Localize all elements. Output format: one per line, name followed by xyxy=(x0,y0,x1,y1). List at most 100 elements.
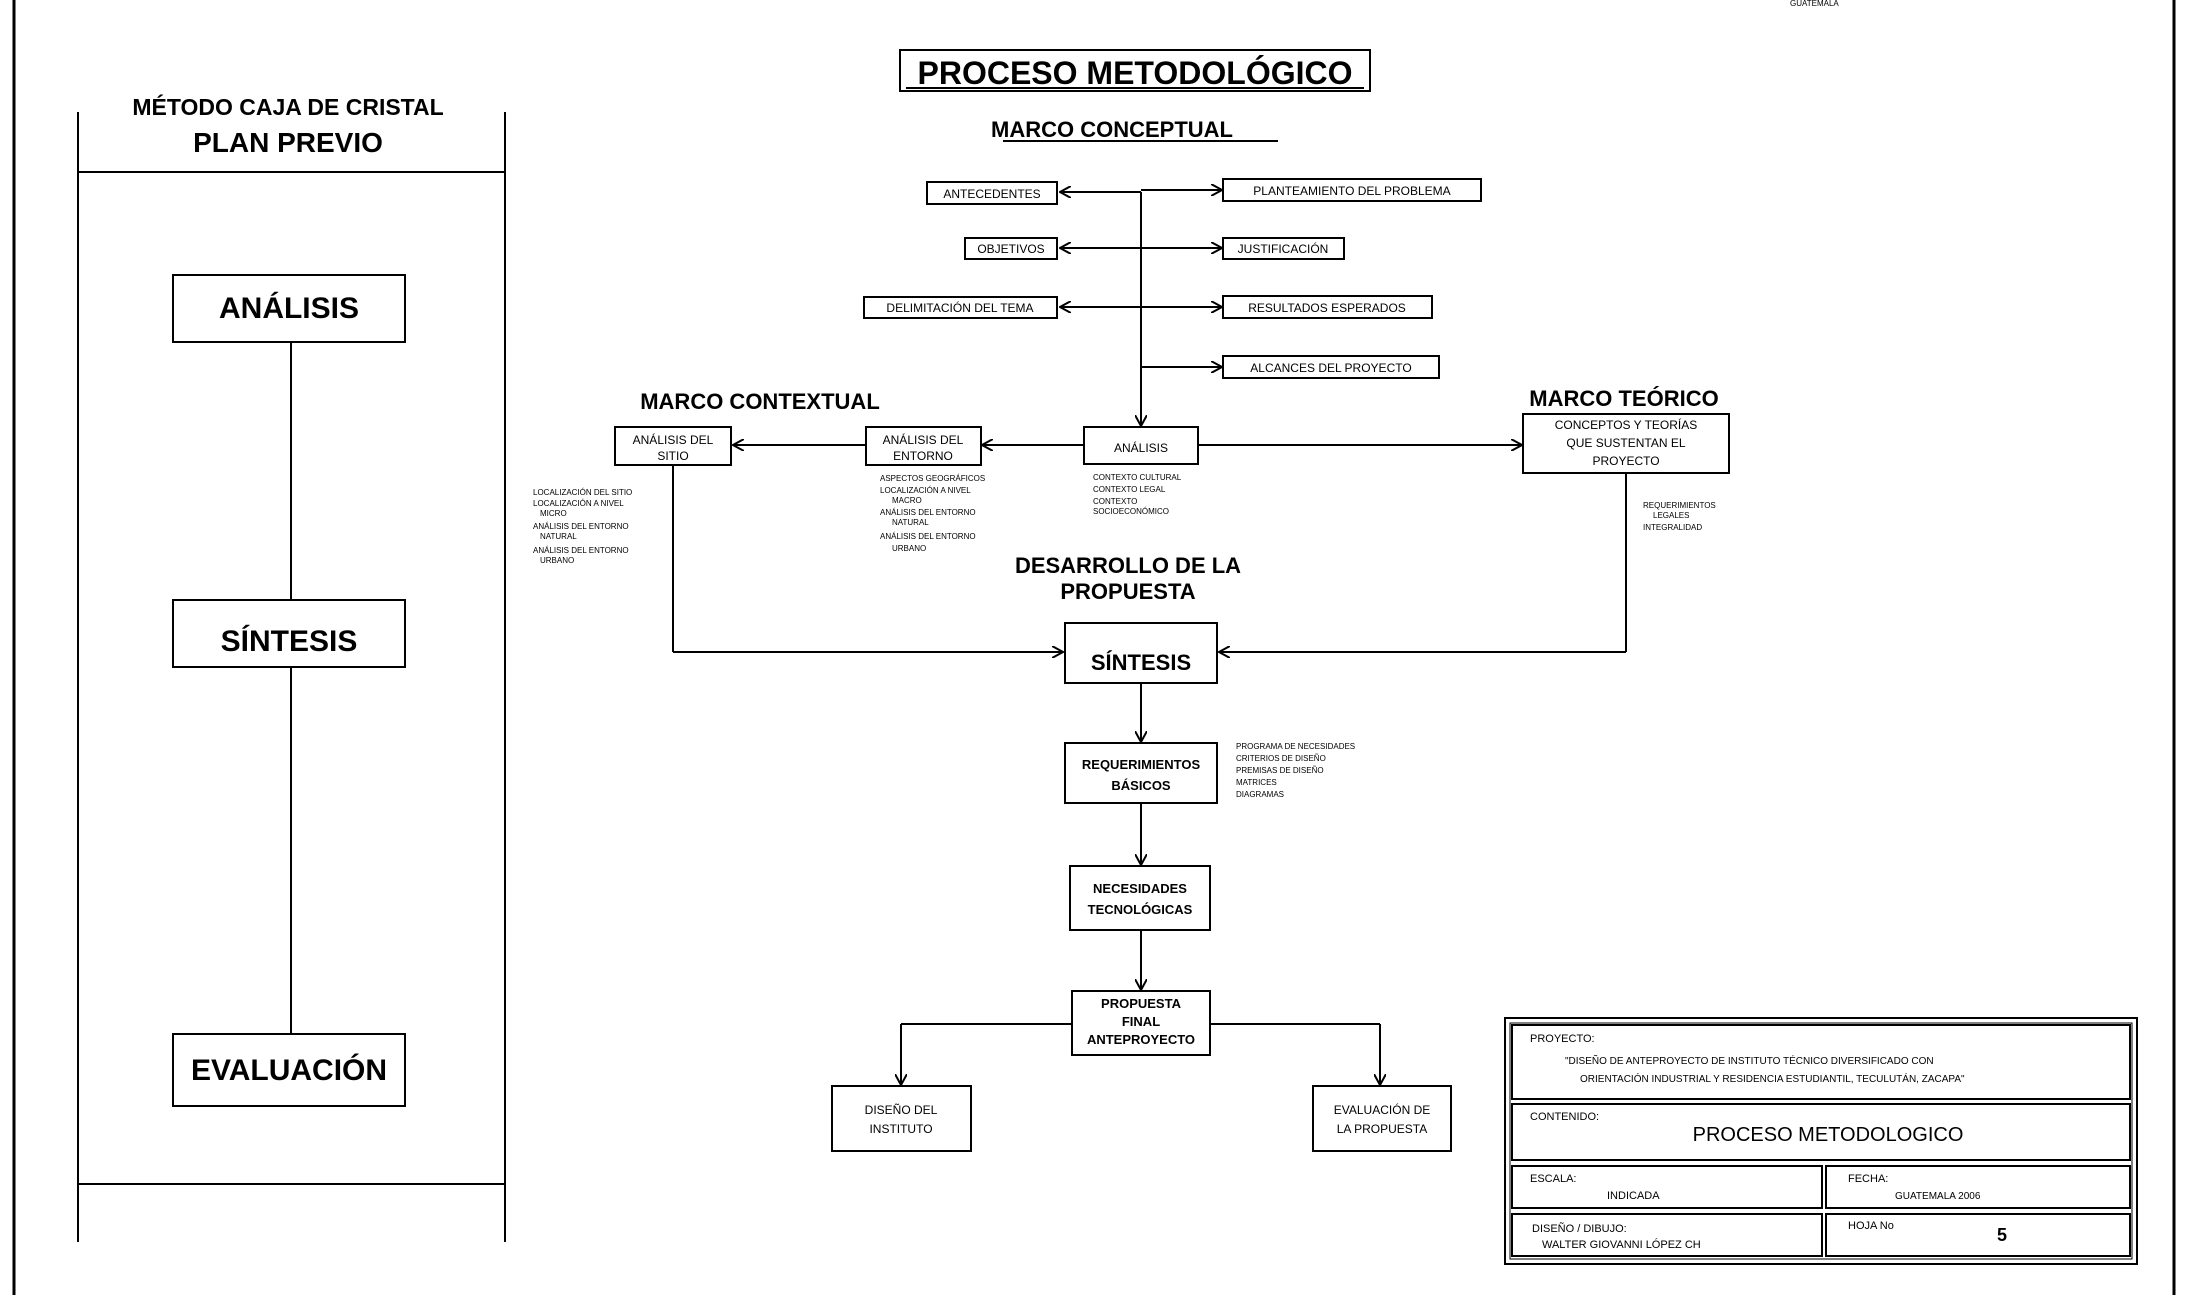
label-objetivos: OBJETIVOS xyxy=(977,242,1044,256)
label-evaluacion-2: LA PROPUESTA xyxy=(1337,1122,1427,1136)
label-alcances: ALCANCES DEL PROYECTO xyxy=(1250,361,1411,375)
label-conceptos-2: QUE SUSTENTAN EL xyxy=(1566,436,1685,450)
entorno-note-1: ASPECTOS GEOGRÁFICOS xyxy=(880,474,985,483)
teorico-note-2: LEGALES xyxy=(1653,511,1689,520)
label-justificacion: JUSTIFICACIÓN xyxy=(1238,241,1329,256)
box-conceptos xyxy=(1522,413,1730,474)
box-entorno xyxy=(865,426,982,466)
label-resultados: RESULTADOS ESPERADOS xyxy=(1248,301,1406,315)
label-antecedentes: ANTECEDENTES xyxy=(943,187,1040,201)
tb-proyecto-label: PROYECTO: xyxy=(1530,1033,1595,1045)
tb-escala xyxy=(1511,1165,1823,1209)
sitio-note-6: ANÁLISIS DEL ENTORNO xyxy=(533,546,629,555)
box-diseno xyxy=(831,1085,972,1152)
teorico-note-1: REQUERIMIENTOS xyxy=(1643,501,1716,510)
page-title: PROCESO METODOLÓGICO xyxy=(918,55,1353,91)
sitio-note-3: MICRO xyxy=(540,509,567,518)
tb-diseno xyxy=(1511,1213,1823,1257)
entorno-note-7: URBANO xyxy=(892,544,926,553)
tb-fecha-label: FECHA: xyxy=(1848,1173,1888,1185)
analisis-note-2: CONTEXTO LEGAL xyxy=(1093,485,1166,494)
tb-diseno-label: DISEÑO / DIBUJO: xyxy=(1532,1222,1627,1235)
entorno-note-3: MACRO xyxy=(892,496,922,505)
left-panel: MÉTODO CAJA DE CRISTAL PLAN PREVIO ANÁLI… xyxy=(77,93,506,1242)
box-sintesis xyxy=(1064,622,1218,684)
marco-conceptual: MARCO CONCEPTUAL ANTECEDENTES OBJETIVOS … xyxy=(863,117,1482,426)
tb-escala-value: INDICADA xyxy=(1607,1190,1660,1202)
analisis-row: ANÁLISIS CONTEXTO CULTURAL CONTEXTO LEGA… xyxy=(733,426,1522,516)
label-entorno-1: ANÁLISIS DEL xyxy=(883,432,964,447)
sitio-note-5: NATURAL xyxy=(540,532,577,541)
box-alcances xyxy=(1222,355,1440,379)
sitio-note-1: LOCALIZACIÓN DEL SITIO xyxy=(533,488,632,497)
title-frame xyxy=(899,49,1371,92)
header-scrap: GUATEMALA xyxy=(1790,0,1839,8)
label-delimitacion: DELIMITACIÓN DEL TEMA xyxy=(886,300,1033,315)
tb-contenido-value: PROCESO METODOLOGICO xyxy=(1693,1124,1964,1146)
tb-fecha-value: GUATEMALA 2006 xyxy=(1895,1191,1981,1202)
entorno-note-2: LOCALIZACIÓN A NIVEL xyxy=(880,486,971,495)
box-resultados xyxy=(1222,295,1433,319)
req-note-2: CRITERIOS DE DISEÑO xyxy=(1236,754,1326,763)
label-requerimientos-2: BÁSICOS xyxy=(1111,778,1171,793)
label-requerimientos-1: REQUERIMIENTOS xyxy=(1082,757,1201,772)
box-objetivos xyxy=(964,237,1058,260)
label-entorno-2: ENTORNO xyxy=(893,449,953,463)
tb-proyecto-line2: ORIENTACIÓN INDUSTRIAL Y RESIDENCIA ESTU… xyxy=(1580,1072,1965,1085)
marco-teorico-title: MARCO TEÓRICO xyxy=(1529,386,1718,411)
teorico-note-3: INTEGRALIDAD xyxy=(1643,523,1702,532)
tb-escala-label: ESCALA: xyxy=(1530,1173,1576,1185)
tb-hoja xyxy=(1825,1213,2131,1257)
label-sintesis: SÍNTESIS xyxy=(1091,650,1191,675)
requerimientos-notes: PROGRAMA DE NECESIDADES CRITERIOS DE DIS… xyxy=(1236,742,1355,799)
tb-diseno-value: WALTER GIOVANNI LÓPEZ CH xyxy=(1542,1238,1701,1251)
left-heading-method: MÉTODO CAJA DE CRISTAL xyxy=(132,93,443,120)
tb-contenido xyxy=(1511,1103,2131,1161)
req-note-4: MATRICES xyxy=(1236,778,1277,787)
marco-contextual: MARCO CONTEXTUAL ANÁLISIS DEL ENTORNO AN… xyxy=(533,389,985,565)
label-propuesta-3: ANTEPROYECTO xyxy=(1087,1032,1195,1047)
label-planteamiento: PLANTEAMIENTO DEL PROBLEMA xyxy=(1253,184,1450,198)
req-note-3: PREMISAS DE DISEÑO xyxy=(1236,766,1324,775)
entorno-note-5: NATURAL xyxy=(892,518,929,527)
desarrollo: DESARROLLO DE LA PROPUESTA SÍNTESIS REQU… xyxy=(672,465,1627,1152)
step-sintesis-label: SÍNTESIS xyxy=(221,624,358,658)
sitio-note-2: LOCALIZACIÓN A NIVEL xyxy=(533,499,624,508)
box-antecedentes xyxy=(926,181,1058,205)
sitio-note-4: ANÁLISIS DEL ENTORNO xyxy=(533,522,629,531)
label-necesidades-2: TECNOLÓGICAS xyxy=(1088,902,1193,917)
tb-contenido-label: CONTENIDO: xyxy=(1530,1111,1599,1123)
label-diseno-1: DISEÑO DEL xyxy=(865,1103,938,1117)
desarrollo-title-2: PROPUESTA xyxy=(1060,579,1195,604)
box-necesidades xyxy=(1069,865,1211,931)
marco-conceptual-title: MARCO CONCEPTUAL xyxy=(991,117,1233,142)
step-analisis-label: ANÁLISIS xyxy=(219,291,359,325)
entorno-note-6: ANÁLISIS DEL ENTORNO xyxy=(880,532,976,541)
analisis-note-3: CONTEXTO xyxy=(1093,497,1137,506)
analisis-note-1: CONTEXTO CULTURAL xyxy=(1093,473,1182,482)
box-planteamiento xyxy=(1222,178,1482,202)
title-block: PROYECTO: "DISEÑO DE ANTEPROYECTO DE INS… xyxy=(1504,1017,2138,1265)
marco-teorico: MARCO TEÓRICO CONCEPTOS Y TEORÍAS QUE SU… xyxy=(1522,386,1730,532)
box-evaluacion-propuesta xyxy=(1312,1085,1452,1152)
step-sintesis xyxy=(172,599,406,668)
tb-hoja-label: HOJA No xyxy=(1848,1220,1894,1232)
label-sitio-1: ANÁLISIS DEL xyxy=(633,432,714,447)
box-delimitacion xyxy=(863,296,1058,319)
label-necesidades-1: NECESIDADES xyxy=(1093,881,1187,896)
sitio-note-7: URBANO xyxy=(540,556,574,565)
step-evaluacion xyxy=(172,1033,406,1107)
box-analisis xyxy=(1083,426,1199,465)
marco-contextual-title: MARCO CONTEXTUAL xyxy=(640,389,880,414)
step-evaluacion-label: EVALUACIÓN xyxy=(191,1053,387,1087)
req-note-5: DIAGRAMAS xyxy=(1236,790,1284,799)
analisis-note-4: SOCIOECONÓMICO xyxy=(1093,507,1169,516)
label-conceptos-1: CONCEPTOS Y TEORÍAS xyxy=(1555,417,1698,432)
label-diseno-2: INSTITUTO xyxy=(869,1122,932,1136)
sitio-notes: LOCALIZACIÓN DEL SITIO LOCALIZACIÓN A NI… xyxy=(533,488,632,565)
box-justificacion xyxy=(1222,237,1345,260)
entorno-note-4: ANÁLISIS DEL ENTORNO xyxy=(880,508,976,517)
tb-proyecto-line1: "DISEÑO DE ANTEPROYECTO DE INSTITUTO TÉC… xyxy=(1565,1054,1934,1067)
entorno-notes: ASPECTOS GEOGRÁFICOS LOCALIZACIÓN A NIVE… xyxy=(880,474,985,553)
